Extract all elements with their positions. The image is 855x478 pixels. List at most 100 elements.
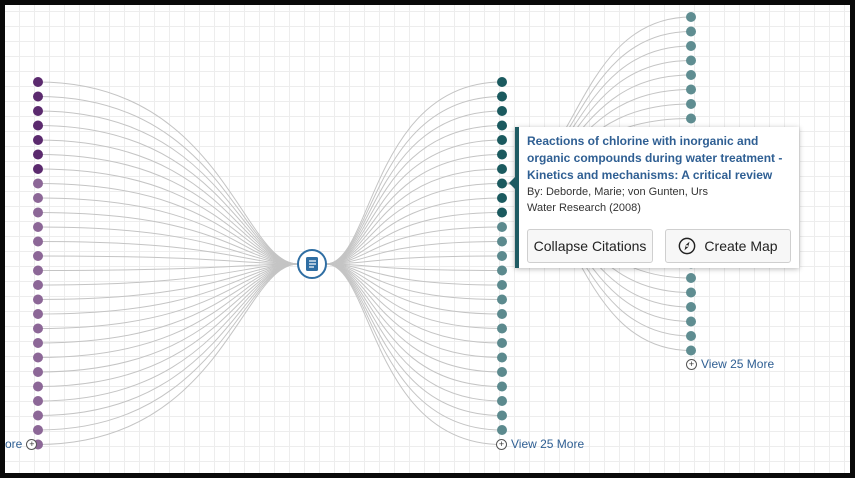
middle-citation-node[interactable] (497, 207, 507, 218)
middle-citation-node[interactable] (497, 222, 507, 232)
middle-citation-node[interactable] (497, 280, 507, 290)
citation-edge (325, 154, 503, 265)
middle-citation-node[interactable] (497, 367, 507, 377)
citation-edge (37, 263, 299, 445)
left-citation-node[interactable] (33, 222, 43, 232)
right-citation-node[interactable] (686, 113, 696, 124)
left-citation-node[interactable] (33, 178, 43, 189)
middle-citation-node[interactable] (497, 120, 507, 131)
middle-citation-node[interactable] (497, 294, 507, 305)
left-citation-node[interactable] (33, 193, 43, 203)
create-map-button[interactable]: Create Map (665, 229, 791, 263)
right-view-more-link[interactable]: + View 25 More (686, 357, 774, 371)
left-citation-node[interactable] (33, 338, 43, 348)
middle-citation-node[interactable] (497, 164, 507, 174)
citation-edge (325, 96, 503, 265)
left-citation-node[interactable] (33, 135, 43, 145)
left-citation-node[interactable] (33, 251, 43, 261)
citation-map-canvas[interactable]: ore + + View 25 More + View 25 More Reac… (5, 5, 850, 473)
right-citation-node[interactable] (686, 84, 696, 95)
left-citation-node[interactable] (33, 236, 43, 247)
middle-citation-node[interactable] (497, 106, 507, 116)
left-citation-node[interactable] (33, 425, 43, 435)
right-citation-node[interactable] (686, 26, 696, 37)
middle-citation-node[interactable] (497, 352, 507, 363)
left-citation-node[interactable] (33, 106, 43, 116)
middle-citation-node[interactable] (497, 91, 507, 102)
left-citation-node[interactable] (33, 164, 43, 174)
left-citation-node[interactable] (33, 381, 43, 392)
citation-edge (37, 139, 299, 265)
right-citation-node[interactable] (686, 70, 696, 80)
left-citation-node[interactable] (33, 91, 43, 102)
citation-edge (37, 96, 299, 265)
left-citation-node[interactable] (33, 323, 43, 334)
left-citation-node[interactable] (33, 149, 43, 160)
citation-edge (37, 154, 299, 265)
right-citation-node[interactable] (686, 287, 696, 298)
left-citation-node[interactable] (33, 396, 43, 406)
citation-edge (325, 263, 503, 445)
left-citation-node[interactable] (33, 367, 43, 377)
citation-edge (325, 226, 503, 265)
citation-edge (37, 168, 299, 265)
citation-edge (325, 241, 503, 265)
middle-citation-node[interactable] (497, 323, 507, 334)
citation-edge (325, 212, 503, 265)
right-citation-node[interactable] (686, 55, 696, 66)
left-citation-node[interactable] (33, 207, 43, 218)
plus-icon: + (686, 358, 697, 370)
middle-citation-node[interactable] (497, 149, 507, 160)
left-citation-node[interactable] (33, 294, 43, 305)
collapse-citations-button[interactable]: Collapse Citations (527, 229, 653, 263)
right-citation-node[interactable] (686, 331, 696, 341)
middle-citation-node[interactable] (497, 77, 507, 87)
citation-edge (325, 263, 503, 344)
center-node[interactable] (297, 249, 327, 279)
right-citation-node[interactable] (686, 99, 696, 109)
right-citation-node[interactable] (686, 273, 696, 283)
citation-edge (325, 263, 503, 315)
middle-citation-node[interactable] (497, 396, 507, 406)
middle-citation-node[interactable] (497, 425, 507, 435)
left-citation-node[interactable] (33, 120, 43, 131)
middle-citation-node[interactable] (497, 178, 507, 189)
left-citation-node[interactable] (33, 280, 43, 290)
right-citation-node[interactable] (686, 345, 696, 356)
citation-edge (325, 81, 503, 265)
citation-edge (37, 125, 299, 265)
citation-edge (37, 81, 299, 265)
citation-edge (37, 212, 299, 265)
left-citation-node[interactable] (33, 309, 43, 319)
citation-edge (37, 197, 299, 265)
middle-citation-node[interactable] (497, 135, 507, 145)
right-view-more-label: View 25 More (701, 357, 775, 371)
citation-edge (37, 263, 299, 300)
middle-citation-node[interactable] (497, 410, 507, 421)
right-citation-node[interactable] (686, 41, 696, 51)
left-view-more-link[interactable]: ore + (5, 437, 38, 451)
middle-citation-node[interactable] (497, 309, 507, 319)
middle-citation-node[interactable] (497, 265, 507, 276)
left-citation-node[interactable] (33, 77, 43, 87)
middle-citation-node[interactable] (497, 338, 507, 348)
right-citation-node[interactable] (686, 316, 696, 327)
citation-edge (325, 263, 503, 300)
middle-citation-node[interactable] (497, 236, 507, 247)
middle-citation-node[interactable] (497, 251, 507, 261)
citation-edge (37, 263, 299, 271)
left-citation-node[interactable] (33, 265, 43, 276)
citation-edge (325, 263, 503, 271)
citation-edge (37, 263, 299, 286)
middle-view-more-link[interactable]: + View 25 More (496, 437, 584, 451)
book-icon (306, 257, 318, 271)
left-citation-node[interactable] (33, 410, 43, 421)
right-citation-node[interactable] (686, 12, 696, 22)
citation-edge (37, 263, 299, 329)
right-citation-node[interactable] (686, 302, 696, 312)
middle-citation-node[interactable] (497, 193, 507, 203)
left-citation-node[interactable] (33, 352, 43, 363)
paper-title-link[interactable]: Reactions of chlorine with inorganic and… (527, 134, 783, 182)
middle-citation-node[interactable] (497, 381, 507, 392)
paper-tooltip: Reactions of chlorine with inorganic and… (509, 127, 799, 268)
